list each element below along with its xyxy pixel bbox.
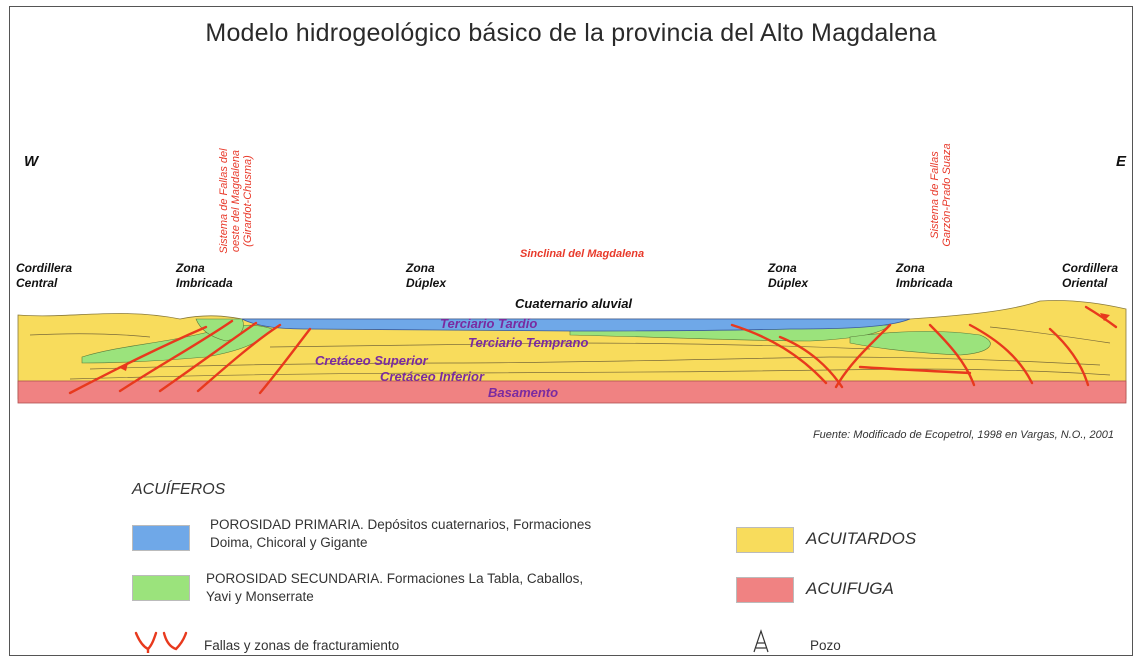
legend-text-secundaria: POROSIDAD SECUNDARIA. Formaciones La Tab… (206, 571, 584, 604)
diagram-title: Modelo hidrogeológico básico de la provi… (205, 19, 937, 47)
direction-east: E (1116, 153, 1127, 170)
label-terciario-tardio: Terciario Tardío (440, 316, 538, 331)
legend-swatch-acuitardos (736, 527, 794, 553)
layer-basamento (17, 380, 1127, 404)
label-cretaceo-superior: Cretáceo Superior (315, 353, 428, 368)
legend-text-pozo: Pozo (810, 638, 841, 653)
legend-swatch-primaria (132, 525, 190, 551)
label-cretaceo-inferior: Cretáceo Inferior (380, 369, 485, 384)
label-cuaternario: Cuaternario aluvial (515, 296, 633, 311)
source-note: Fuente: Modificado de Ecopetrol, 1998 en… (812, 429, 1114, 441)
legend-swatch-secundaria (132, 575, 190, 601)
legend-text-acuifuga: ACUIFUGA (806, 579, 894, 598)
direction-west: W (24, 153, 39, 170)
well-icon (753, 629, 769, 653)
label-basamento: Basamento (488, 385, 559, 400)
diagram-frame: Modelo hidrogeológico básico de la provi… (9, 6, 1133, 656)
legend-text-fallas: Fallas y zonas de fracturamiento (204, 638, 400, 653)
green-band-east (849, 331, 991, 356)
sinclinal-label: Sinclinal del Magdalena (520, 248, 645, 260)
legend-text-primaria: POROSIDAD PRIMARIA. Depósitos cuaternari… (210, 517, 592, 550)
cross-section (17, 300, 1127, 404)
legend-heading: ACUÍFEROS (132, 481, 226, 498)
legend-text-acuitardos: ACUITARDOS (806, 529, 917, 548)
layer-terciario-tardio (241, 318, 911, 332)
fault-icon (134, 631, 188, 653)
label-terciario-temprano: Terciario Temprano (468, 335, 589, 350)
legend-swatch-acuifuga (736, 577, 794, 603)
